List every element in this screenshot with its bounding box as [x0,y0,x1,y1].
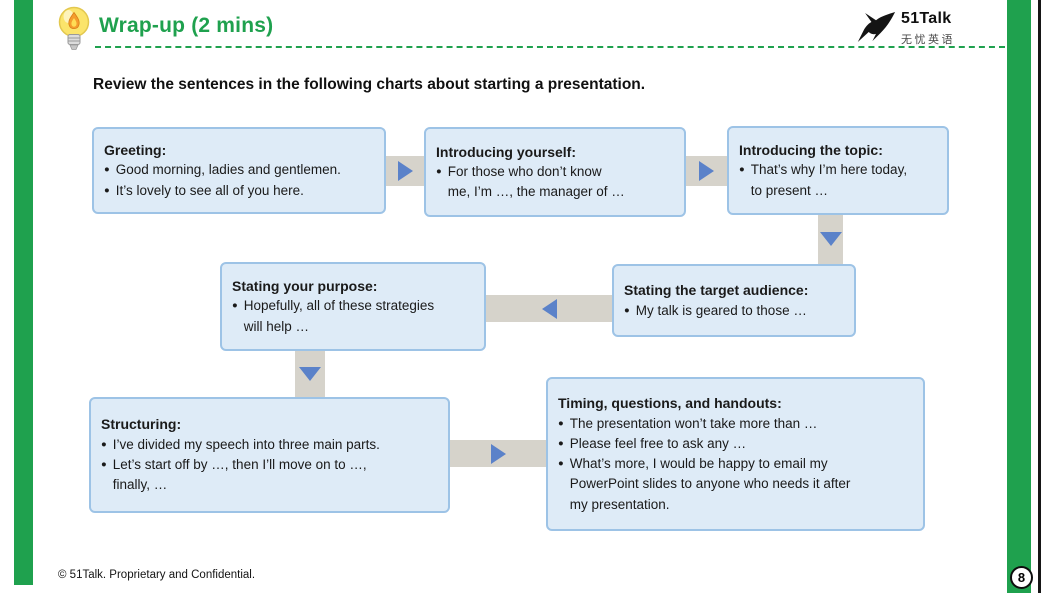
box-title: Structuring: [101,416,182,433]
box-title: Stating the target audience: [624,282,809,299]
header-divider [95,46,1005,48]
connector-down-1 [818,211,843,266]
arrow-right-icon [397,161,413,181]
51talk-bird-icon [856,11,896,49]
chart-box-introducing-yourself: Introducing yourself: For those who don’… [424,127,686,217]
box-title: Greeting: [104,142,167,159]
chart-box-target-audience: Stating the target audience: My talk is … [612,264,856,337]
bullet-item: Please feel free to ask any … [558,434,913,454]
bullet-item: For those who don’t know me, I’m …, the … [436,162,674,203]
box-title: Introducing the topic: [739,142,883,159]
chart-box-structuring: Structuring: I’ve divided my speech into… [89,397,450,513]
lightbulb-icon [56,5,92,58]
connector-right-2 [684,156,729,186]
instruction-text: Review the sentences in the following ch… [93,76,646,93]
bullet-item: Let’s start off by …, then I’ll move on … [101,455,438,496]
bullet-item: What’s more, I would be happy to email m… [558,454,913,515]
slide-right-edge-line [1038,0,1041,593]
connector-down-2 [295,349,325,399]
bullet-item: My talk is geared to those … [624,301,844,321]
copyright-text: © 51Talk. Proprietary and Confidential. [58,569,256,581]
arrow-left-icon [541,298,557,319]
logo-tagline: 无忧英语 [901,33,955,46]
page-title: Wrap-up (2 mins) [99,14,274,37]
box-title: Introducing yourself: [436,143,576,160]
bullet-item: I’ve divided my speech into three main p… [101,435,438,455]
chart-box-introducing-topic: Introducing the topic: That’s why I’m he… [727,126,949,215]
arrow-down-icon [299,367,321,381]
box-title: Stating your purpose: [232,278,378,295]
left-green-bar [14,0,33,585]
box-title: Timing, questions, and handouts: [558,395,782,412]
connector-right-1 [384,156,426,186]
arrow-down-icon [819,231,842,246]
page-number-badge: 8 [1010,566,1033,589]
connector-right-3 [448,440,548,467]
logo-text: 51Talk [901,10,952,27]
page-number: 8 [1017,570,1026,585]
bullet-item: That’s why I’m here today, to present … [739,160,937,201]
connector-left-1 [484,295,614,322]
chart-box-stating-purpose: Stating your purpose: Hopefully, all of … [220,262,486,351]
chart-box-timing-questions-handouts: Timing, questions, and handouts: The pre… [546,377,925,531]
chart-box-greeting: Greeting: Good morning, ladies and gentl… [92,127,386,214]
bullet-item: Hopefully, all of these strategies will … [232,296,474,337]
bullet-item: It’s lovely to see all of you here. [104,181,374,201]
logo: 51Talk 无忧英语 [856,10,955,49]
bullet-item: The presentation won’t take more than … [558,414,913,434]
arrow-right-icon [699,161,714,181]
arrow-right-icon [490,443,506,464]
bullet-item: Good morning, ladies and gentlemen. [104,160,374,180]
right-green-bar [1007,0,1031,593]
